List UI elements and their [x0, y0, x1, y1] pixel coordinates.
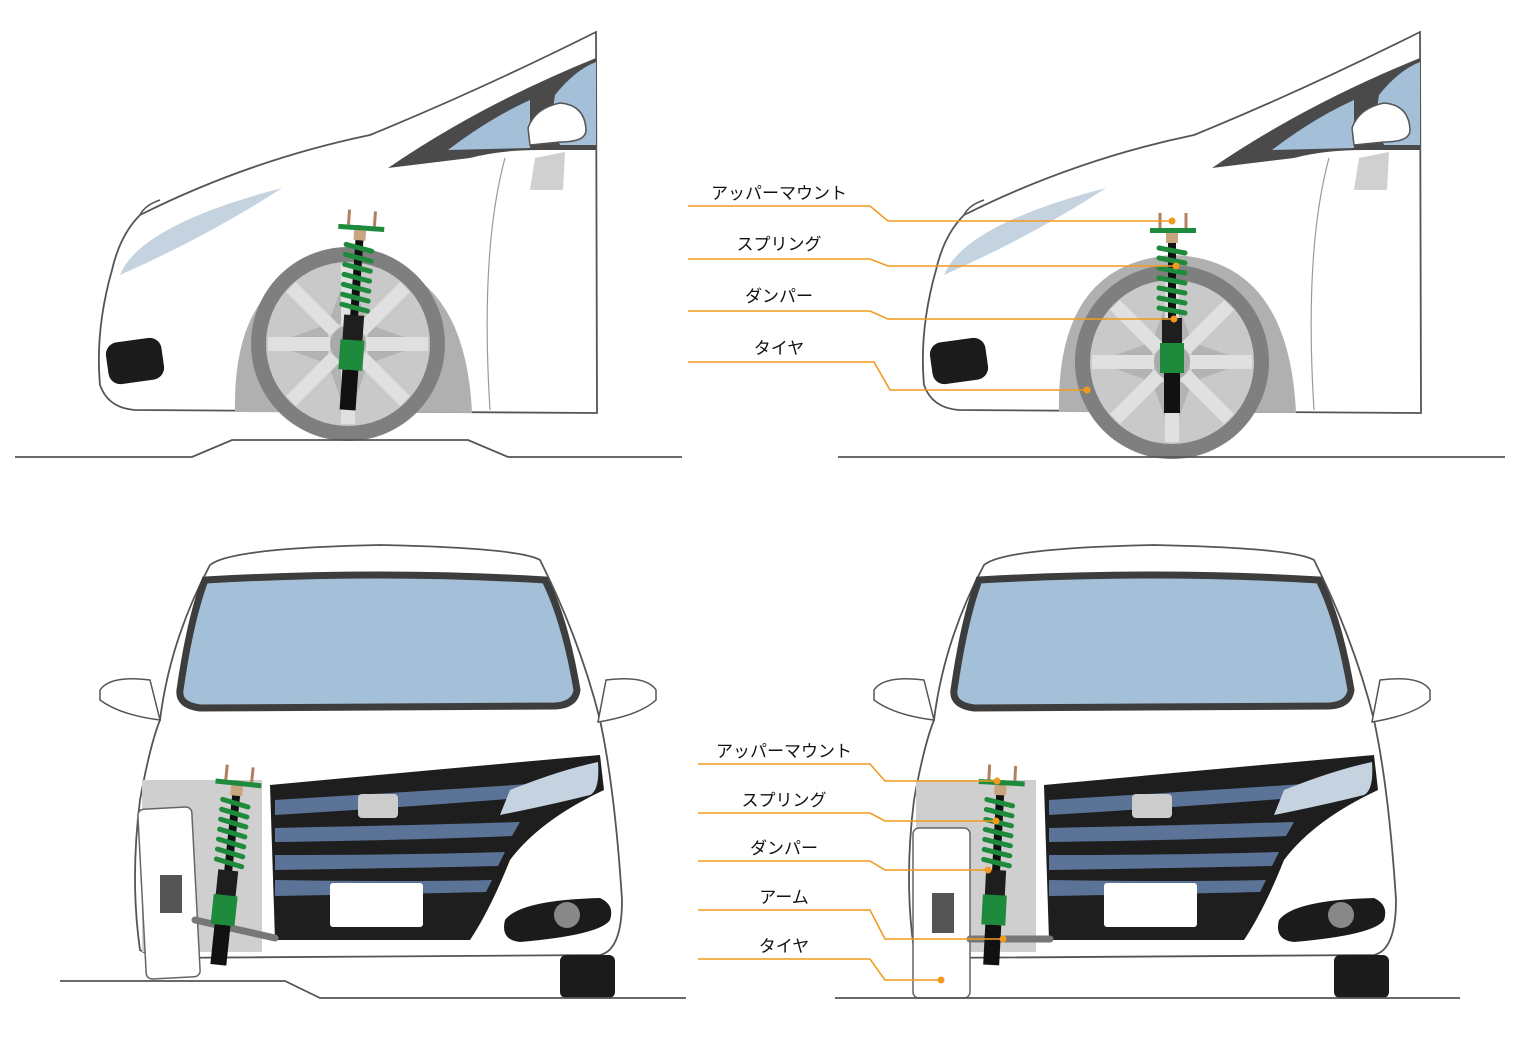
front-view-bump-panel	[60, 545, 686, 998]
label-damper: ダンパー	[750, 839, 818, 859]
side-view-labelled-panel: アッパーマウント スプリング ダンパー タイヤ	[688, 31, 1505, 459]
label-tire: タイヤ	[754, 339, 805, 359]
side-view-bump-panel	[15, 31, 682, 458]
ground-bump-line	[15, 439, 682, 458]
front-view-labelled-panel: アッパーマウント スプリング ダンパー アーム タイヤ	[698, 545, 1460, 998]
label-tire: タイヤ	[759, 937, 810, 957]
label-damper: ダンパー	[745, 287, 813, 307]
label-upper-mount: アッパーマウント	[716, 742, 852, 762]
label-spring: スプリング	[742, 791, 827, 811]
label-spring: スプリング	[737, 235, 822, 255]
hub-icon	[160, 875, 182, 913]
arm-icon	[191, 916, 279, 942]
label-arm: アーム	[759, 888, 808, 908]
label-upper-mount: アッパーマウント	[711, 184, 847, 204]
hub-icon	[932, 893, 954, 933]
ground-bump-line	[60, 980, 686, 999]
